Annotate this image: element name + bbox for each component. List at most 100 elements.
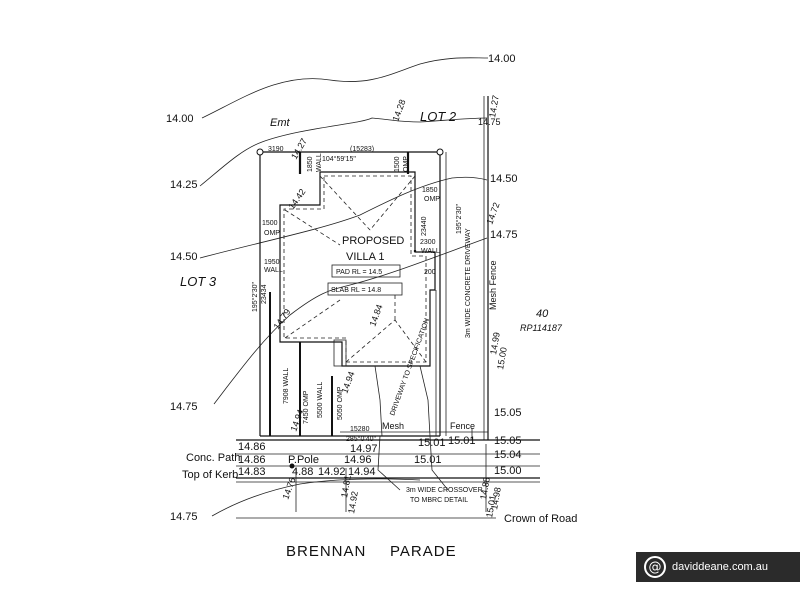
roof-line — [394, 319, 427, 363]
dimension: WALL — [316, 153, 323, 172]
contour-label: 14.75 — [170, 511, 198, 523]
street-level: 4.88 — [292, 466, 313, 478]
spot-level: 14.28 — [390, 98, 407, 123]
dimension: 23434 — [261, 284, 268, 304]
road-name: BRENNAN — [286, 543, 366, 560]
street-level: 14.81 — [339, 474, 353, 498]
power-pole-label: P.Pole — [288, 454, 319, 466]
fence-label: Fence — [450, 421, 475, 431]
fence-label: Mesh Fence — [488, 260, 498, 310]
roof-line — [319, 175, 371, 231]
street-level: 14.86 — [238, 454, 266, 466]
contour-14-00 — [201, 57, 489, 119]
watermark-text: daviddeane.com.au — [672, 561, 769, 573]
crossover — [377, 435, 401, 491]
driveway — [419, 365, 431, 437]
spot-level: 14.42 — [286, 187, 307, 211]
spot-level: 14.27 — [289, 136, 309, 161]
survey-peg — [436, 148, 444, 156]
dimension: 5050 OMP — [337, 386, 344, 420]
street-level: 14.98 — [489, 486, 503, 510]
villa-inner-outline — [283, 175, 427, 363]
at-icon: @ — [644, 556, 666, 578]
roof-line — [284, 299, 341, 339]
roof-line — [345, 319, 396, 363]
street-level: 15.01 — [448, 435, 476, 447]
street-level: 15.01 — [484, 494, 498, 518]
street-level: 15.01 — [418, 437, 446, 449]
dimension: WALL — [421, 248, 440, 255]
contour-14-75-lower — [211, 478, 421, 517]
contour-label: 14.25 — [170, 179, 198, 191]
contour-14-50 — [199, 176, 488, 259]
bearing: 195°2'30" — [251, 282, 259, 312]
dimension: OMP — [424, 196, 440, 203]
dimension: 2300 — [420, 239, 436, 246]
street-level: 14.94 — [348, 466, 376, 478]
bearing: 195°2'30" — [455, 204, 463, 234]
slab-rl-box — [327, 282, 403, 296]
dimension: 7450 OMP — [303, 390, 310, 424]
dimension: 1850 — [422, 187, 438, 194]
street-level: 15.04 — [494, 449, 522, 461]
street-level: 15.05 — [494, 407, 522, 419]
street-label: Conc. Path — [186, 452, 240, 464]
dimension: 1500 — [262, 220, 278, 227]
street-level: 14.86 — [238, 441, 266, 453]
spot-level: 15.00 — [495, 346, 509, 370]
driveway-note: 3m WIDE CONCRETE DRIVEWAY — [465, 228, 472, 338]
street-level: 15.01 — [414, 454, 442, 466]
fence-label: Mesh — [382, 421, 404, 431]
spot-level: 14.99 — [488, 331, 502, 355]
dimension: OMP — [403, 156, 410, 172]
road-name: PARADE — [390, 543, 457, 560]
lot-label: LOT 3 — [180, 274, 217, 289]
lot-label: LOT 2 — [420, 109, 457, 124]
street-level: 15.05 — [494, 435, 522, 447]
contour-14-75-upper — [213, 237, 488, 405]
dimension: OMP — [264, 230, 280, 237]
villa-title: VILLA 1 — [346, 251, 385, 263]
dimension: 23440 — [421, 216, 428, 236]
contour-label: 14.75 — [490, 229, 518, 241]
spot-level: 14.79 — [271, 307, 292, 331]
bearing: 285°0'40" — [346, 435, 376, 443]
dimension: 1850 — [307, 156, 314, 172]
dimension: 5500 WALL — [317, 382, 324, 418]
contour-label: 14.00 — [488, 53, 516, 65]
dimension: 7908 WALL — [283, 368, 290, 404]
dimension: 1950 — [264, 259, 280, 266]
contour-14-25 — [199, 117, 488, 187]
villa-porch — [333, 339, 347, 367]
driveway-note: DRIVEWAY TO SPECIFICATION — [389, 318, 431, 417]
dimension: WALL — [264, 267, 283, 274]
street-level: 14.88 — [478, 476, 492, 500]
street-level: 15.00 — [494, 465, 522, 477]
roof-line — [369, 175, 416, 231]
pad-rl-box — [331, 264, 401, 278]
dimension: (15283) — [350, 146, 374, 153]
watermark-badge: @ daviddeane.com.au — [636, 552, 800, 582]
crossover-note: 3m WIDE CROSSOVER — [406, 487, 483, 494]
villa-title: PROPOSED — [342, 235, 404, 247]
street-level: 14.92 — [346, 490, 360, 514]
dimension: 1500 — [394, 156, 401, 172]
power-pole — [289, 463, 295, 469]
contour-label: 14.75 — [170, 401, 198, 413]
dimension: 3190 — [268, 146, 284, 153]
pad-rl: PAD RL = 14.5 — [336, 269, 382, 276]
crossover — [429, 435, 449, 491]
contour-label: 14.00 — [166, 113, 194, 125]
roof-line — [284, 209, 341, 246]
contour-label: 14.50 — [170, 251, 198, 263]
street-level: 14.96 — [344, 454, 372, 466]
spot-level: 14.27 — [487, 94, 501, 118]
dimension: 200 — [424, 269, 436, 276]
spot-level: 14.75 — [478, 117, 501, 127]
spot-level: 14.72 — [484, 201, 501, 226]
survey-peg — [256, 148, 264, 156]
street-level: 14.97 — [350, 443, 378, 455]
dimension: 15280 — [350, 426, 370, 433]
street-level: 14.76 — [280, 476, 297, 501]
